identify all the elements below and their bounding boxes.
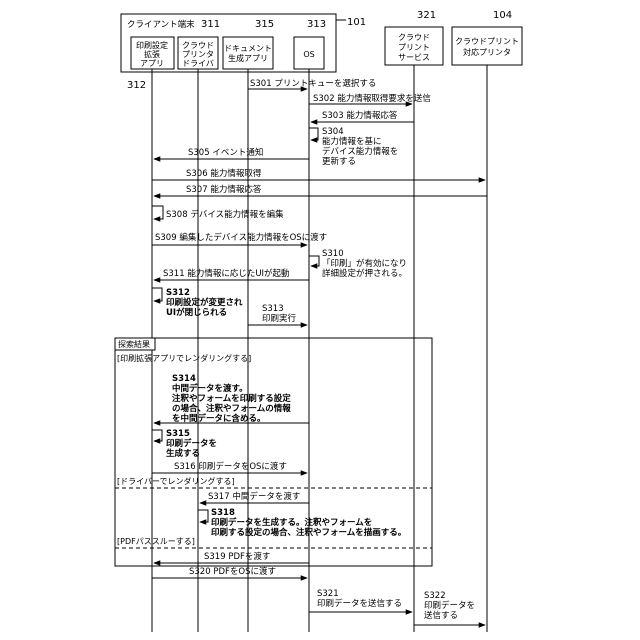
ext-label-3: アプリ: [140, 59, 164, 68]
label-s314-3: 注釈やフォームを印刷する設定: [172, 393, 291, 404]
label-s312-1: S312: [166, 288, 190, 298]
doc-label-2: 生成アプリ: [228, 53, 268, 63]
ext-label-2: 拡張: [144, 49, 160, 59]
guard-pdf-passthrough: [PDFパススルーする]: [117, 537, 195, 546]
label-s317: S317 中間データを渡す: [208, 491, 300, 502]
os-label: OS: [303, 50, 314, 59]
label-s304-1: S304: [322, 127, 344, 137]
label-s314-5: を中間データに含める。: [172, 413, 266, 424]
ref-315: 315: [255, 19, 274, 30]
label-s310-1: S310: [322, 249, 344, 259]
label-s302: S302 能力情報取得要求を送信: [313, 93, 431, 104]
label-s318-2: 印刷データを生成する。注釈やフォームを: [211, 517, 372, 528]
msg-s318: [198, 510, 208, 522]
label-s304-2: 能力情報を基に: [322, 136, 382, 147]
driver-label-3: ドライバ: [182, 59, 214, 68]
lifeline-head-printer: [452, 27, 522, 65]
msg-s310: [309, 256, 319, 266]
printer-label-1: クラウドプリント: [455, 37, 519, 46]
label-s322-1: S322: [424, 591, 446, 601]
label-s315-2: 印刷データを: [166, 438, 217, 449]
msg-s312: [152, 288, 162, 301]
client-terminal-title: クライアント端末: [127, 19, 195, 30]
msg-s308: [152, 206, 163, 219]
label-s314-4: の場合、注釈やフォームの情報: [172, 403, 291, 414]
alt-fragment-title: 探索結果: [118, 339, 150, 349]
label-s313-2: 印刷実行: [262, 313, 297, 324]
label-s319: S319 PDFを渡す: [204, 551, 270, 562]
driver-label-2: プリンタ: [182, 50, 214, 59]
cloud-label-2: プリント: [398, 43, 430, 52]
ref-313: 313: [307, 19, 326, 30]
label-s315-1: S315: [166, 429, 190, 439]
label-s310-2: 「印刷」が有効になり: [322, 258, 407, 269]
driver-label-1: クラウド: [182, 41, 214, 50]
label-s311: S311 能力情報に応じたUIが起動: [163, 268, 290, 279]
label-s312-3: UIが閉じられる: [166, 307, 227, 318]
label-s322-3: 送信する: [424, 610, 458, 621]
msg-s315: [152, 430, 162, 441]
label-s321-1: S321: [317, 589, 339, 599]
guard-ext-render: [印刷拡張アプリでレンダリングする]: [117, 353, 251, 363]
cloud-label-3: サービス: [398, 53, 430, 62]
label-s308: S308 デバイス能力情報を編集: [166, 209, 284, 220]
label-s322-2: 印刷データを: [424, 600, 475, 611]
label-s305: S305 イベント通知: [188, 147, 263, 158]
label-s315-3: 生成する: [166, 448, 200, 459]
ref-321: 321: [417, 10, 436, 21]
label-s303: S303 能力情報応答: [322, 110, 398, 121]
label-s306: S306 能力情報取得: [186, 168, 262, 179]
doc-label-1: ドキュメント: [224, 44, 272, 53]
label-s309: S309 編集したデバイス能力情報をOSに渡す: [155, 232, 327, 243]
label-s314-1: S314: [172, 374, 196, 384]
label-s314-2: 中間データを渡す。: [172, 383, 248, 394]
label-s312-2: 印刷設定が変更され: [166, 297, 243, 308]
label-s313-1: S313: [262, 304, 284, 314]
label-s301: S301 プリントキューを選択する: [250, 78, 376, 89]
printer-label-2: 対応プリンタ: [463, 47, 511, 57]
guard-driver-render: [ドライバーでレンダリングする]: [117, 476, 235, 486]
label-s316: S316 印刷データをOSに渡す: [174, 461, 287, 472]
label-s307: S307 能力情報応答: [186, 184, 262, 195]
ref-104: 104: [493, 10, 512, 21]
lifeline-head-doc-app: [223, 37, 273, 69]
label-s321-2: 印刷データを送信する: [317, 598, 402, 609]
label-s318-3: 印刷する設定の場合、注釈やフォームを描画する。: [211, 527, 406, 538]
label-s320: S320 PDFをOSに渡す: [189, 566, 276, 577]
label-s304-4: 更新する: [322, 156, 356, 167]
ext-label-1: 印刷設定: [136, 40, 168, 50]
ref-101: 101: [347, 17, 366, 28]
ref-311: 311: [201, 19, 220, 30]
label-s304-3: デバイス能力情報を: [322, 146, 398, 157]
msg-s304: [309, 128, 318, 140]
ref-312: 312: [127, 80, 146, 91]
label-s310-3: 詳細設定が押される。: [322, 268, 407, 279]
cloud-label-1: クラウド: [398, 33, 430, 42]
label-s318-1: S318: [211, 508, 235, 518]
